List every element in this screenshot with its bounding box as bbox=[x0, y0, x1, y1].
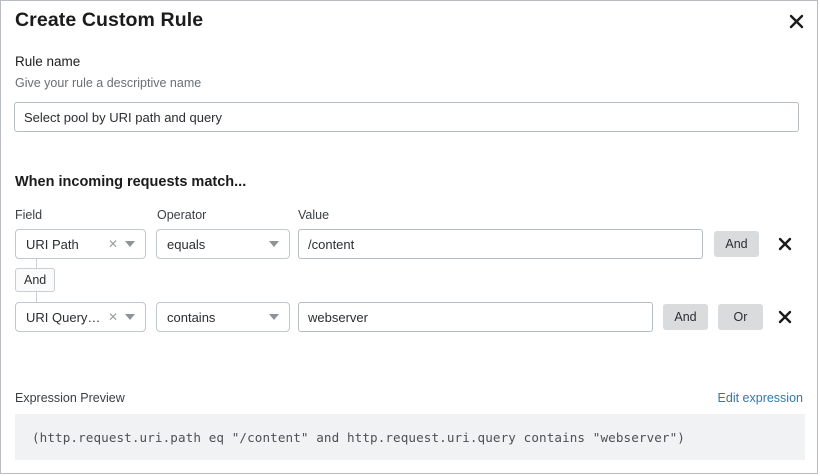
operator-select-row-2[interactable]: contains bbox=[156, 302, 290, 332]
page-title: Create Custom Rule bbox=[15, 9, 204, 31]
rule-name-help: Give your rule a descriptive name bbox=[15, 76, 202, 90]
chevron-down-icon[interactable] bbox=[269, 241, 279, 247]
chevron-down-icon[interactable] bbox=[269, 314, 279, 320]
column-header-value: Value bbox=[298, 208, 330, 222]
connector-line-top bbox=[36, 259, 37, 269]
field-select-row-2[interactable]: URI Query St... ✕ bbox=[15, 302, 146, 332]
value-input-row-1[interactable] bbox=[298, 229, 703, 259]
clear-icon[interactable]: ✕ bbox=[107, 237, 118, 251]
chevron-down-icon[interactable] bbox=[125, 314, 135, 320]
or-button-row-2[interactable]: Or bbox=[718, 304, 763, 330]
field-select-row-1-value: URI Path bbox=[26, 236, 79, 252]
match-section-heading: When incoming requests match... bbox=[15, 174, 247, 190]
column-header-operator: Operator bbox=[157, 208, 207, 222]
chevron-down-icon[interactable] bbox=[125, 241, 135, 247]
operator-select-row-1-value: equals bbox=[167, 236, 206, 252]
rule-name-input[interactable] bbox=[14, 102, 799, 132]
remove-row-2-button[interactable] bbox=[774, 306, 796, 328]
clear-icon[interactable]: ✕ bbox=[107, 310, 118, 324]
field-select-row-2-value: URI Query St... bbox=[26, 309, 104, 325]
group-connector-and[interactable]: And bbox=[15, 268, 56, 292]
expression-preview-label: Expression Preview bbox=[15, 391, 125, 405]
field-select-row-1[interactable]: URI Path ✕ bbox=[15, 229, 146, 259]
operator-select-row-2-value: contains bbox=[167, 309, 216, 325]
rule-name-label: Rule name bbox=[15, 54, 81, 69]
remove-row-1-button[interactable] bbox=[774, 233, 796, 255]
and-button-row-2[interactable]: And bbox=[663, 304, 708, 330]
operator-select-row-1[interactable]: equals bbox=[156, 229, 290, 259]
edit-expression-link[interactable]: Edit expression bbox=[717, 391, 803, 405]
close-icon[interactable] bbox=[783, 9, 809, 33]
expression-text: (http.request.uri.path eq "/content" and… bbox=[32, 429, 685, 445]
connector-line-bottom bbox=[36, 292, 37, 302]
value-input-row-2[interactable] bbox=[298, 302, 653, 332]
column-header-field: Field bbox=[15, 208, 43, 222]
expression-preview-box: (http.request.uri.path eq "/content" and… bbox=[15, 414, 805, 460]
and-button-row-1[interactable]: And bbox=[714, 231, 759, 257]
